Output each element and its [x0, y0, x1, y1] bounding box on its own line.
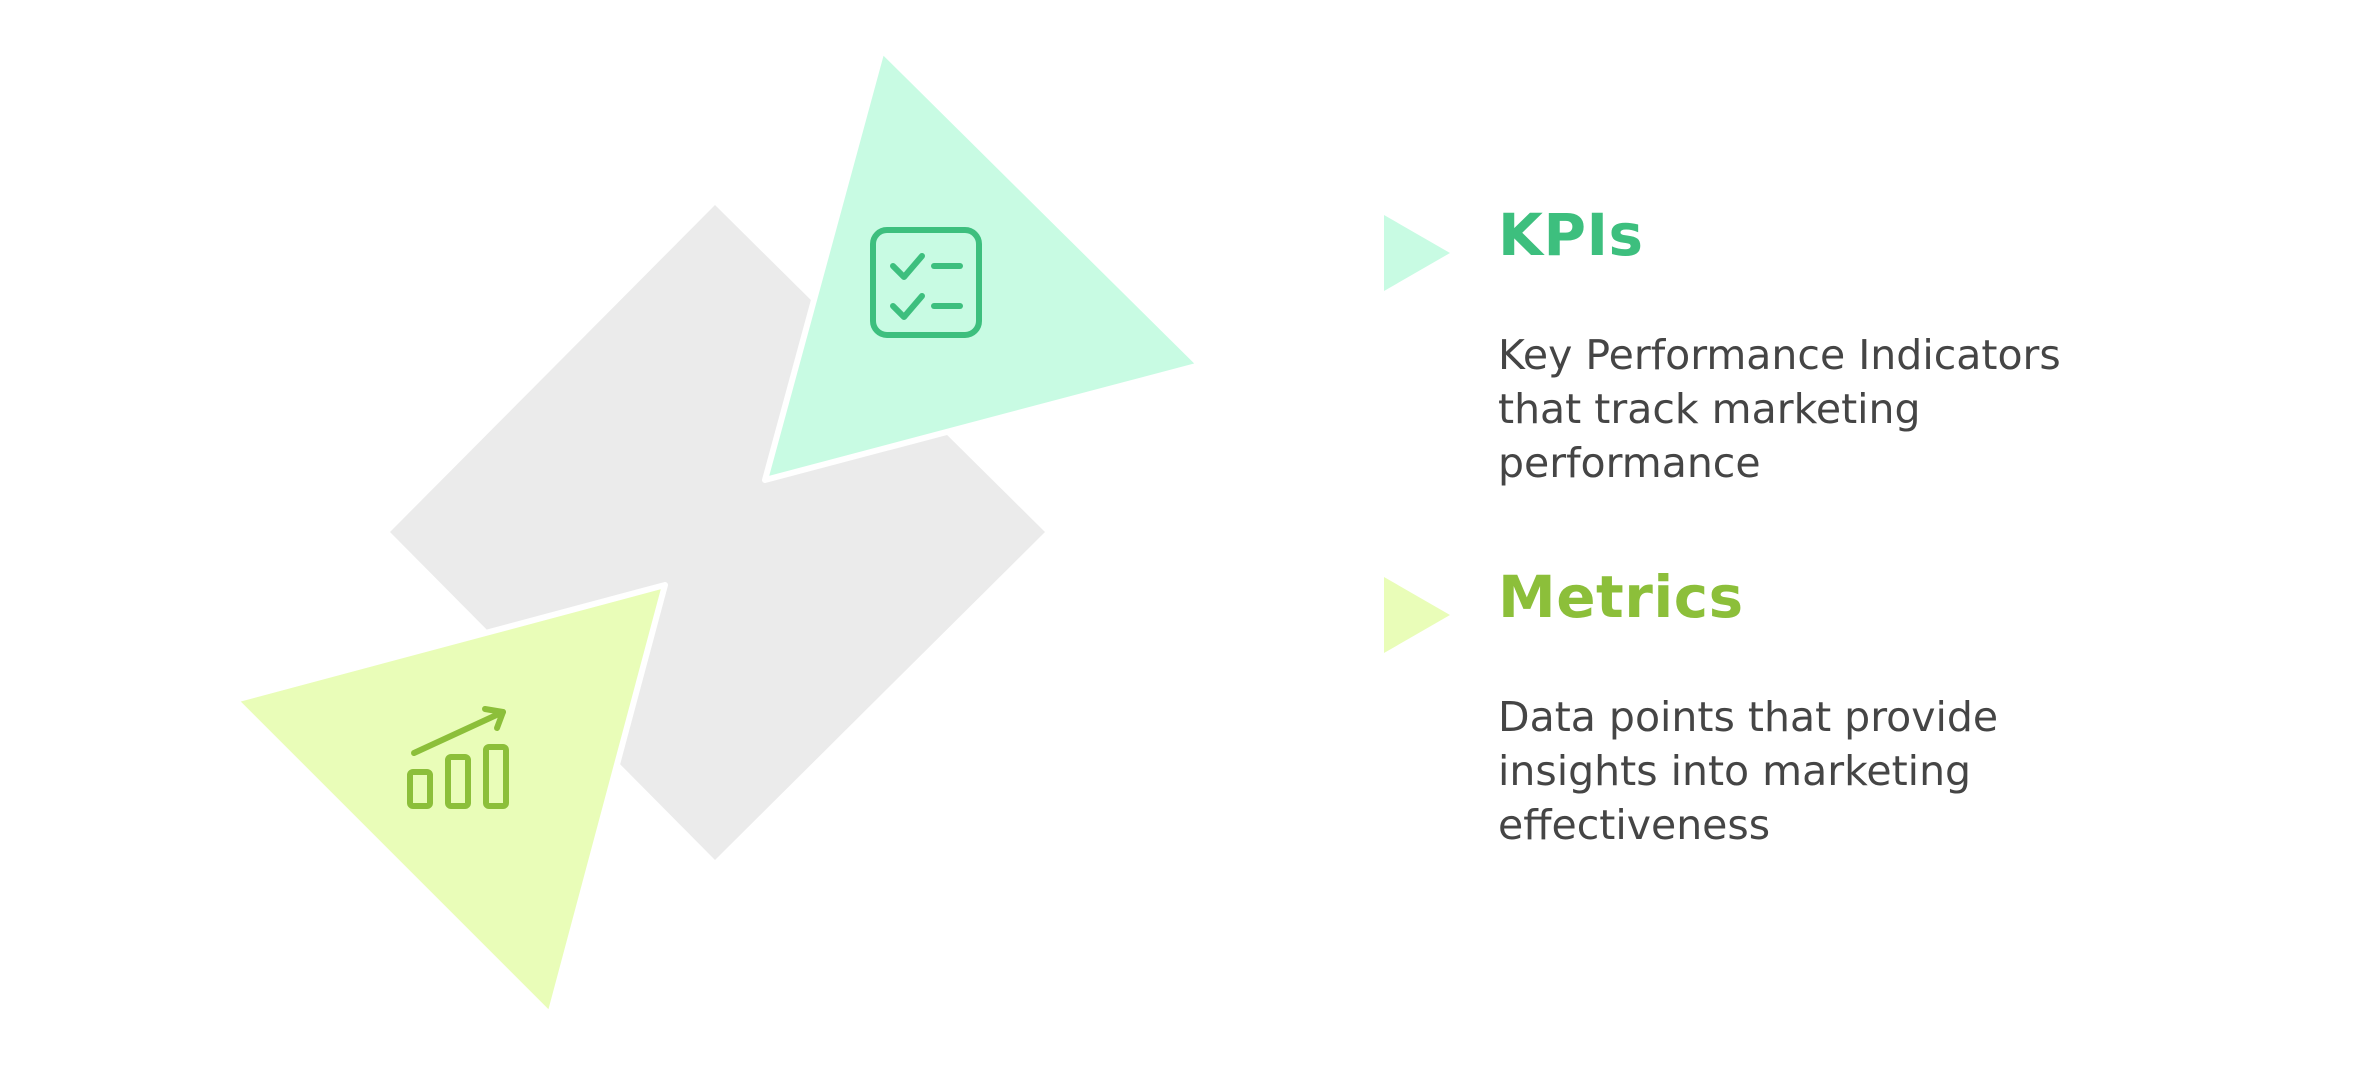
triangle-marker-icon [1384, 215, 1450, 291]
legend-title: KPIs [1498, 201, 1644, 269]
legend-description: Data points that provide insights into m… [1498, 693, 1999, 849]
triangle-marker-icon [1384, 577, 1450, 653]
growth-bar-chart-icon [407, 706, 509, 809]
diagram-graphic [235, 47, 1203, 1015]
legend-title: Metrics [1498, 563, 1744, 631]
kpis-triangle [762, 47, 1203, 483]
checklist-icon [870, 227, 982, 338]
legend-description: Key Performance Indicators that track ma… [1498, 331, 2061, 487]
